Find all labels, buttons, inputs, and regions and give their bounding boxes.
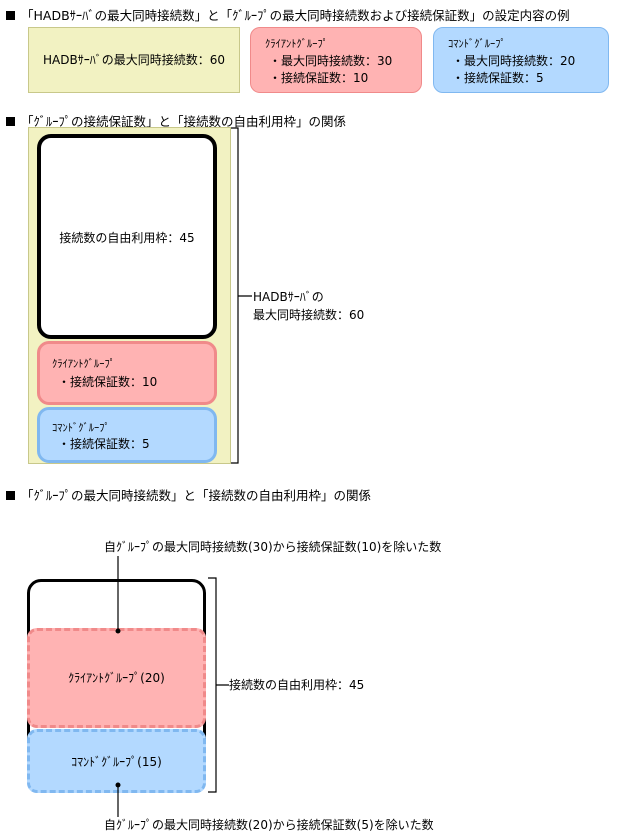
square-bullet-icon [6, 11, 15, 20]
section2-heading: 「ｸﾞﾙｰﾌﾟの接続保証数」と「接続数の自由利用枠」の関係 [6, 111, 346, 130]
command-group-max-connections: ・最大同時接続数：20 [452, 54, 576, 68]
free-frame-box: 接続数の自由利用枠：45 [37, 134, 217, 339]
command-group-guaranteed-2: ・接続保証数：5 [58, 437, 150, 451]
free-frame-label: 接続数の自由利用枠：45 [59, 231, 195, 245]
command-group-guaranteed: ・接続保証数：5 [452, 71, 544, 85]
client-guaranteed-box: ｸﾗｲｱﾝﾄｸﾞﾙｰﾌﾟ ・接続保証数：10 [37, 341, 217, 405]
client-group-guaranteed-2: ・接続保証数：10 [58, 375, 158, 389]
client-group-guaranteed: ・接続保証数：10 [269, 71, 369, 85]
server-max-connections-label: HADBｻｰﾊﾞの最大同時接続数：60 [43, 53, 225, 67]
section3-heading: 「ｸﾞﾙｰﾌﾟの最大同時接続数」と「接続数の自由利用枠」の関係 [6, 485, 371, 504]
client-group-area: ｸﾗｲｱﾝﾄｸﾞﾙｰﾌﾟ(20) [27, 628, 206, 728]
command-group-area-label: ｺﾏﾝﾄﾞｸﾞﾙｰﾌﾟ(15) [71, 755, 162, 769]
top-note: 自ｸﾞﾙｰﾌﾟの最大同時接続数(30)から接続保証数(10)を除いた数 [104, 540, 442, 554]
command-group-box: ｺﾏﾝﾄﾞｸﾞﾙｰﾌﾟ ・最大同時接続数：20 ・接続保証数：5 [433, 27, 609, 93]
server-bracket-label-1: HADBｻｰﾊﾞの [253, 290, 324, 304]
square-bullet-icon [6, 117, 15, 126]
client-group-title-2: ｸﾗｲｱﾝﾄｸﾞﾙｰﾌﾟ [52, 358, 115, 370]
section1-heading: 「HADBｻｰﾊﾞの最大同時接続数」と「ｸﾞﾙｰﾌﾟの最大同時接続数および接続保… [6, 5, 570, 24]
free-frame-bracket-label: 接続数の自由利用枠：45 [229, 678, 365, 692]
server-max-connections-box: HADBｻｰﾊﾞの最大同時接続数：60 [28, 27, 240, 93]
square-bullet-icon [6, 491, 15, 500]
bottom-note: 自ｸﾞﾙｰﾌﾟの最大同時接続数(20)から接続保証数(5)を除いた数 [104, 818, 434, 832]
client-group-area-label: ｸﾗｲｱﾝﾄｸﾞﾙｰﾌﾟ(20) [68, 671, 165, 685]
command-group-area: ｺﾏﾝﾄﾞｸﾞﾙｰﾌﾟ(15) [27, 729, 206, 793]
server-bracket-label-2: 最大同時接続数：60 [253, 308, 365, 322]
client-group-max-connections: ・最大同時接続数：30 [269, 54, 393, 68]
command-guaranteed-box: ｺﾏﾝﾄﾞｸﾞﾙｰﾌﾟ ・接続保証数：5 [37, 407, 217, 463]
command-group-title-2: ｺﾏﾝﾄﾞｸﾞﾙｰﾌﾟ [52, 422, 110, 434]
client-group-box: ｸﾗｲｱﾝﾄｸﾞﾙｰﾌﾟ ・最大同時接続数：30 ・接続保証数：10 [250, 27, 422, 93]
client-group-title: ｸﾗｲｱﾝﾄｸﾞﾙｰﾌﾟ [265, 38, 328, 50]
command-group-title: ｺﾏﾝﾄﾞｸﾞﾙｰﾌﾟ [448, 38, 506, 50]
